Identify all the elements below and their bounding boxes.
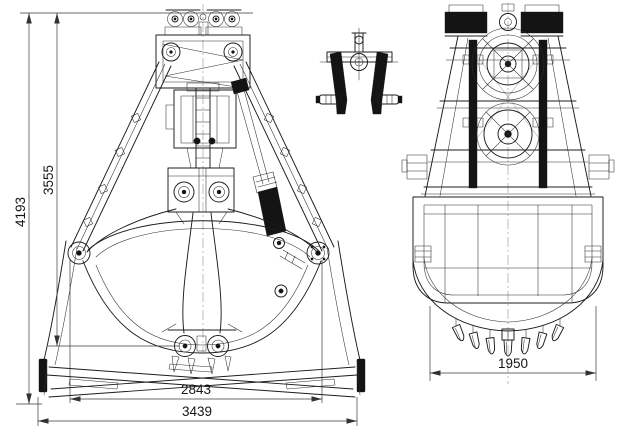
lower-hub	[167, 167, 235, 225]
side-main-sheaves	[471, 27, 545, 166]
arm-pivots	[67, 241, 330, 265]
dim-label-inner-width: 2843	[181, 382, 211, 397]
dim-label-overall-height: 4193	[13, 197, 28, 227]
front-view	[38, 4, 366, 398]
support-arms	[70, 61, 335, 252]
rope-sheave-trolley	[157, 9, 249, 36]
shell-blades	[38, 358, 366, 398]
winch-housing	[165, 82, 237, 169]
dim-label-inner-height: 3555	[41, 165, 56, 195]
clamshell-shells	[42, 208, 362, 366]
dimension-annotations: 4193 3555 2843 3439 1950	[13, 12, 597, 426]
suspension-detail-view	[315, 27, 403, 115]
side-frame	[420, 35, 596, 197]
inner-width-extension-lines	[69, 260, 323, 403]
side-pin-brackets	[401, 154, 615, 263]
side-view	[401, 3, 615, 384]
hydraulic-cylinder	[230, 77, 306, 298]
head-frame	[155, 34, 251, 89]
center-column	[195, 87, 211, 169]
side-width-extension-lines	[429, 306, 597, 381]
dim-label-side-width: 1950	[498, 356, 528, 371]
dim-label-overall-width: 3439	[182, 404, 212, 419]
side-sheave-blocks	[444, 4, 564, 37]
bucket-teeth	[451, 317, 565, 357]
bottom-sheave-assembly	[161, 323, 243, 375]
